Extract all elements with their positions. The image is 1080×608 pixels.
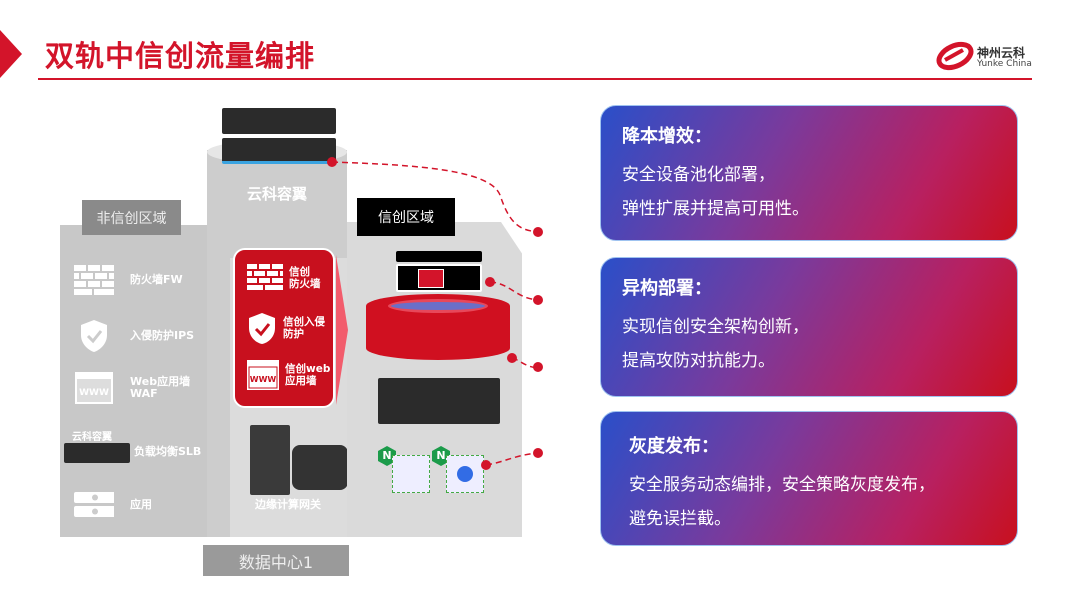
card-title: 异构部署： xyxy=(622,278,712,299)
nginx-icon: N xyxy=(378,446,396,466)
card-line: 避免误拦截。 xyxy=(629,509,731,529)
connector-dot xyxy=(533,295,543,305)
svg-text:WWW: WWW xyxy=(250,375,277,384)
item-waf: WWW Web应用墙 WAF xyxy=(74,372,191,404)
item-label: 负载均衡SLB xyxy=(134,445,202,458)
company-logo: 神州云科 Yunke China xyxy=(935,38,1035,74)
item-label: 信创入侵 防护 xyxy=(283,316,325,340)
www-window-icon: WWW xyxy=(74,372,114,404)
card-line: 弹性扩展并提高可用性。 xyxy=(622,199,809,219)
gateway-device-icon xyxy=(292,445,348,490)
logo-text-cn: 神州云科 xyxy=(977,46,1026,60)
chassis-device-icon xyxy=(378,378,500,424)
xinchuang-zone-label: 信创区域 xyxy=(357,198,455,236)
logo-swirl-icon xyxy=(936,41,974,71)
page-title: 双轨中信创流量编排 xyxy=(45,39,316,73)
xinchuang-security-box: 信创 防火墙 信创入侵 防护 WWW 信创web 应用墙 xyxy=(233,248,335,408)
container-icon xyxy=(392,455,430,493)
card-line: 提高攻防对抗能力。 xyxy=(622,351,775,371)
card-line: 安全服务动态编排，安全策略灰度发布， xyxy=(629,475,935,495)
nginx-icon: N xyxy=(432,446,450,466)
shield-check-icon xyxy=(74,320,114,352)
item-label: 应用 xyxy=(130,498,152,511)
card-title: 灰度发布： xyxy=(629,436,719,457)
non-xinchuang-zone-label: 非信创区域 xyxy=(82,200,181,235)
benefit-card-gray-release: 灰度发布： 安全服务动态编排，安全策略灰度发布， 避免误拦截。 xyxy=(600,411,1018,546)
benefit-card-cost: 降本增效： 安全设备池化部署， 弹性扩展并提高可用性。 xyxy=(600,105,1018,241)
xc-item-firewall: 信创 防火墙 xyxy=(247,264,321,292)
non-xinchuang-panel: 防火墙FW 入侵防护IPS WWW Web应用墙 WAF 云科容翼 负载均衡SL… xyxy=(60,225,215,537)
xinchuang-appliance-icon xyxy=(396,264,482,292)
appliance-device-icon xyxy=(222,138,336,164)
www-window-icon: WWW xyxy=(247,360,279,390)
logo-text-en: Yunke China xyxy=(977,59,1032,69)
card-line: 安全设备池化部署， xyxy=(622,165,775,185)
xinchuang-appliance-icon xyxy=(396,251,482,262)
connector-dot xyxy=(533,362,543,372)
svg-text:WWW: WWW xyxy=(79,388,109,398)
datacenter-label: 数据中心1 xyxy=(203,545,349,576)
card-title: 降本增效： xyxy=(622,126,712,147)
shield-check-icon xyxy=(249,313,275,344)
appliance-device-icon xyxy=(222,108,336,134)
item-app: 应用 xyxy=(74,490,152,520)
connector-dot xyxy=(533,448,543,458)
connector-dot xyxy=(533,227,543,237)
xc-item-waf: WWW 信创web 应用墙 xyxy=(247,360,330,390)
item-label: 防火墙FW xyxy=(130,273,183,286)
item-label: 信创 防火墙 xyxy=(289,266,321,290)
resource-pool-cylinder xyxy=(366,294,510,360)
item-label: Web应用墙 WAF xyxy=(130,375,191,400)
item-firewall: 防火墙FW xyxy=(74,265,183,295)
firewall-icon xyxy=(74,265,114,295)
corner-accent xyxy=(0,30,22,78)
server-device-icon xyxy=(64,443,130,463)
card-line: 实现信创安全架构创新， xyxy=(622,317,809,337)
firewall-icon xyxy=(247,264,283,290)
xc-item-ips: 信创入侵 防护 xyxy=(247,312,325,344)
item-ips: 入侵防护IPS xyxy=(74,320,195,352)
benefit-card-heterogeneous: 异构部署： 实现信创安全架构创新， 提高攻防对抗能力。 xyxy=(600,257,1018,397)
server-stack-icon xyxy=(74,490,114,520)
title-divider xyxy=(38,78,1032,80)
middle-column-label: 云科容翼 xyxy=(246,185,307,203)
gateway-device-icon xyxy=(250,425,290,495)
item-label: 入侵防护IPS xyxy=(130,329,195,342)
gateway-label: 边缘计算网关 xyxy=(255,498,321,511)
item-label: 信创web 应用墙 xyxy=(285,363,331,387)
device-label: 云科容翼 xyxy=(72,432,112,443)
kubernetes-icon xyxy=(446,455,484,493)
flow-arrow xyxy=(336,255,348,405)
